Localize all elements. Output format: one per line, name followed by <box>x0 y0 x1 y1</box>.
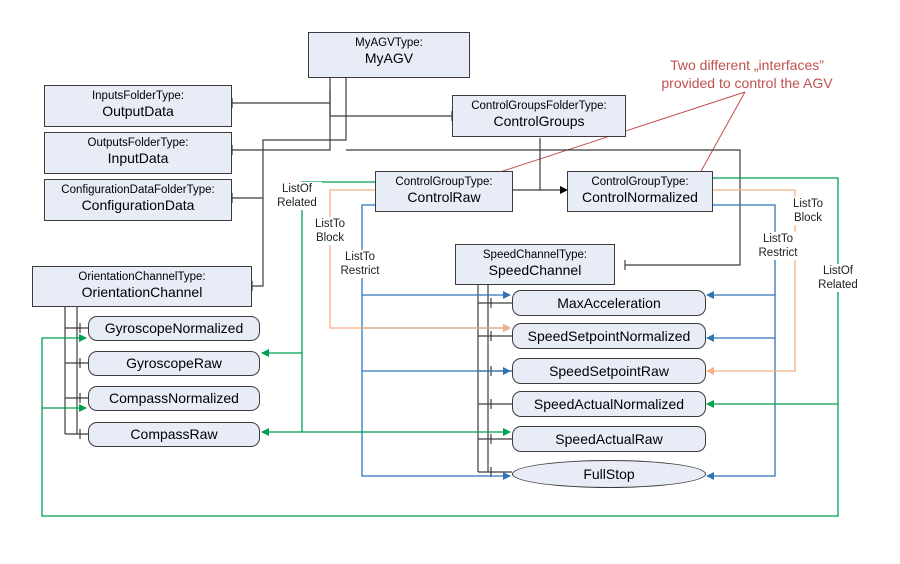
var-speed-setpoint-raw[interactable]: SpeedSetpointRaw <box>512 358 706 384</box>
node-speed-channel[interactable]: SpeedChannelType: SpeedChannel <box>455 244 615 285</box>
node-myagv-type: MyAGVType: <box>355 37 423 49</box>
node-configuration-folder[interactable]: ConfigurationDataFolderType: Configurati… <box>44 179 232 221</box>
node-orientation-name: OrientationChannel <box>81 284 203 300</box>
node-myagv-name: MyAGV <box>364 50 414 66</box>
node-inputs-name: OutputData <box>102 103 174 119</box>
label-listto-block-right: ListTo Block <box>785 197 831 225</box>
node-controlraw-name: ControlRaw <box>407 189 481 205</box>
node-inputs-folder[interactable]: InputsFolderType: OutputData <box>44 85 232 127</box>
listof-related-refs <box>41 177 839 517</box>
node-speedchannel-type: SpeedChannelType: <box>482 249 588 261</box>
label-listto-block-left: ListTo Block <box>307 217 353 245</box>
label-listof-related-right: ListOf Related <box>811 264 865 292</box>
var-max-acceleration[interactable]: MaxAcceleration <box>512 290 706 316</box>
var-compass-normalized[interactable]: CompassNormalized <box>88 386 260 411</box>
node-controlgroups-name: ControlGroups <box>493 113 585 129</box>
node-controlgroups-type: ControlGroupsFolderType: <box>471 100 607 112</box>
node-controlraw[interactable]: ControlGroupType: ControlRaw <box>375 171 513 212</box>
node-controlnormalized-type: ControlGroupType: <box>591 176 689 188</box>
node-config-name: ConfigurationData <box>81 197 195 213</box>
node-orientation-channel[interactable]: OrientationChannelType: OrientationChann… <box>32 266 252 307</box>
var-compass-raw[interactable]: CompassRaw <box>88 422 260 447</box>
node-controlgroups-folder[interactable]: ControlGroupsFolderType: ControlGroups <box>452 95 626 137</box>
node-outputs-folder[interactable]: OutputsFolderType: InputData <box>44 132 232 174</box>
label-listto-restrict-right: ListTo Restrict <box>751 232 805 260</box>
var-gyroscope-raw[interactable]: GyroscopeRaw <box>88 351 260 376</box>
node-controlraw-type: ControlGroupType: <box>395 176 493 188</box>
node-speedchannel-name: SpeedChannel <box>488 262 582 278</box>
node-controlnormalized-name: ControlNormalized <box>582 189 698 205</box>
interfaces-annotation: Two different „interfaces” provided to c… <box>632 56 862 92</box>
node-inputs-type: InputsFolderType: <box>91 90 185 102</box>
label-listof-related-left: ListOf Related <box>272 182 322 210</box>
node-outputs-type: OutputsFolderType: <box>87 137 189 149</box>
node-outputs-name: InputData <box>107 150 169 166</box>
node-myagv[interactable]: MyAGVType: MyAGV <box>308 32 470 78</box>
var-speed-actual-normalized[interactable]: SpeedActualNormalized <box>512 391 706 417</box>
label-listto-restrict-left: ListTo Restrict <box>333 250 387 278</box>
method-fullstop[interactable]: FullStop <box>512 460 706 488</box>
annotation-line-2: provided to control the AGV <box>661 75 833 91</box>
var-speed-actual-raw[interactable]: SpeedActualRaw <box>512 426 706 452</box>
var-gyroscope-normalized[interactable]: GyroscopeNormalized <box>88 316 260 341</box>
node-controlnormalized[interactable]: ControlGroupType: ControlNormalized <box>567 171 713 212</box>
listto-block-refs <box>329 189 796 375</box>
var-speed-setpoint-normalized[interactable]: SpeedSetpointNormalized <box>512 323 706 349</box>
hierarchy-lines <box>64 78 741 477</box>
node-config-type: ConfigurationDataFolderType: <box>61 184 215 196</box>
annotation-line-1: Two different „interfaces” <box>670 57 824 73</box>
node-orientation-type: OrientationChannelType: <box>78 271 206 283</box>
